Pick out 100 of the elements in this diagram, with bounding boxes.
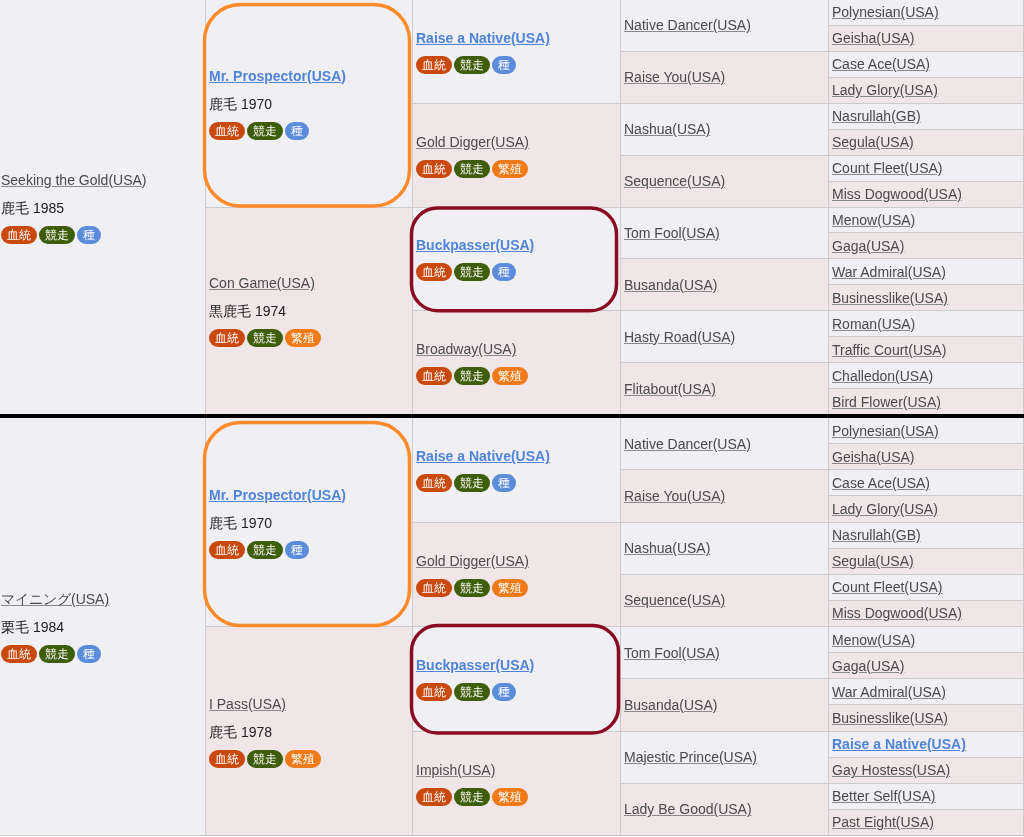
pedigree-cell [413, 0, 621, 104]
pedigree-cell [829, 653, 1024, 680]
category-badge: 繁殖 [285, 749, 321, 768]
category-badge: 種 [492, 474, 516, 493]
category-badge: 血統 [416, 683, 452, 702]
horse-name-link: Raise You(USA) [624, 486, 726, 505]
horse-name-link: Native Dancer(USA) [624, 434, 751, 453]
category-badge: 血統 [416, 367, 452, 386]
category-badge: 競走 [454, 474, 490, 493]
horse-name-link: Nashua(USA) [624, 539, 711, 558]
horse-name-link: Raise a Native(USA) [832, 735, 966, 754]
coat-year-text: 鹿毛 1985 [1, 198, 65, 217]
horse-name-link: Miss Dogwood(USA) [832, 604, 962, 623]
pedigree-cell [829, 627, 1024, 654]
pedigree-cell [621, 103, 829, 156]
pedigree-cell [621, 155, 829, 208]
category-badge: 血統 [416, 474, 452, 493]
horse-name-link: Native Dancer(USA) [624, 16, 751, 35]
horse-name-link: Case Ace(USA) [832, 55, 931, 74]
pedigree-cell [621, 627, 829, 680]
horse-name-link: Majestic Prince(USA) [624, 748, 758, 767]
category-badge: 血統 [416, 263, 452, 282]
pedigree-cell [0, 418, 206, 836]
pedigree-cell [829, 705, 1024, 732]
pedigree-cell [621, 51, 829, 104]
horse-name-link: Tom Fool(USA) [624, 223, 720, 242]
horse-name-link: Businesslike(USA) [832, 288, 948, 307]
horse-name-link: Gold Digger(USA) [416, 132, 529, 151]
category-badge: 血統 [209, 749, 245, 768]
category-badge: 種 [285, 121, 309, 140]
pedigree-cell [413, 731, 621, 836]
pedigree-cell [829, 363, 1024, 390]
pedigree-cell [621, 259, 829, 312]
pedigree-cell [0, 0, 206, 415]
category-badge: 血統 [209, 329, 245, 348]
pedigree-cell [829, 233, 1024, 260]
pedigree-cell [829, 337, 1024, 364]
horse-name-link: Raise a Native(USA) [416, 447, 550, 466]
horse-name-link: Challedon(USA) [832, 366, 934, 385]
horse-name-link: Businesslike(USA) [832, 708, 948, 727]
category-badge: 血統 [209, 121, 245, 140]
category-badge: 繁殖 [492, 787, 528, 806]
category-badge: 血統 [1, 645, 37, 663]
pedigree-cell [829, 679, 1024, 706]
pedigree-cell [829, 522, 1024, 549]
horse-name-link: Busanda(USA) [624, 695, 718, 714]
pedigree-cell [829, 731, 1024, 758]
horse-name-link: Nashua(USA) [624, 120, 711, 139]
pedigree-cell [621, 0, 829, 52]
category-badge: 競走 [39, 645, 75, 663]
pedigree-cell [829, 757, 1024, 784]
category-badge: 血統 [416, 55, 452, 74]
category-badge: 繁殖 [492, 578, 528, 597]
horse-name-link: Bird Flower(USA) [832, 392, 941, 411]
category-badge: 種 [492, 683, 516, 702]
pedigree-cell [413, 418, 621, 523]
horse-name-link: Past Eight(USA) [832, 813, 934, 832]
category-badge: 血統 [416, 787, 452, 806]
pedigree-cell [829, 0, 1024, 26]
category-badge: 競走 [247, 329, 283, 348]
pedigree-cell [621, 574, 829, 627]
category-badge: 種 [492, 55, 516, 74]
horse-name-link: Gaga(USA) [832, 656, 905, 675]
category-badge: 血統 [416, 159, 452, 178]
pedigree-cell [829, 155, 1024, 182]
pedigree-cell [829, 809, 1024, 836]
horse-name-link: Flitabout(USA) [624, 379, 716, 398]
pedigree-cell [829, 600, 1024, 627]
pedigree-cell [621, 731, 829, 784]
horse-name-link: Lady Glory(USA) [832, 499, 938, 518]
horse-name-link: Busanda(USA) [624, 275, 718, 294]
category-badge: 繁殖 [492, 367, 528, 386]
horse-name-link: Raise a Native(USA) [416, 28, 550, 47]
pedigree-cell [829, 129, 1024, 156]
category-badge: 繁殖 [492, 159, 528, 178]
pedigree-cell [621, 783, 829, 836]
category-badge: 競走 [39, 225, 75, 244]
pedigree-cell [621, 363, 829, 415]
category-badge: 競走 [247, 121, 283, 140]
horse-name-link: Tom Fool(USA) [624, 643, 720, 662]
category-badge: 血統 [416, 578, 452, 597]
coat-year-text: 鹿毛 1970 [209, 513, 273, 532]
horse-name-link: Miss Dogwood(USA) [832, 185, 962, 204]
horse-name-link: Count Fleet(USA) [832, 159, 943, 178]
pedigree-cell [829, 574, 1024, 601]
pedigree-cell [621, 679, 829, 732]
category-badge: 競走 [247, 540, 283, 559]
coat-year-text: 鹿毛 1970 [209, 94, 273, 113]
horse-name-link: Mr. Prospector(USA) [209, 485, 346, 504]
horse-name-link: Segula(USA) [832, 552, 914, 571]
pedigree-cell [829, 51, 1024, 78]
horse-name-link: War Admiral(USA) [832, 682, 946, 701]
horse-name-link: Nasrullah(GB) [832, 107, 921, 126]
category-badge: 血統 [209, 540, 245, 559]
pedigree-cell [829, 470, 1024, 497]
pedigree-cell [829, 444, 1024, 471]
pedigree-cell [413, 311, 621, 415]
pedigree-cell [621, 311, 829, 364]
category-badge: 競走 [247, 749, 283, 768]
pedigree-cell [829, 389, 1024, 415]
